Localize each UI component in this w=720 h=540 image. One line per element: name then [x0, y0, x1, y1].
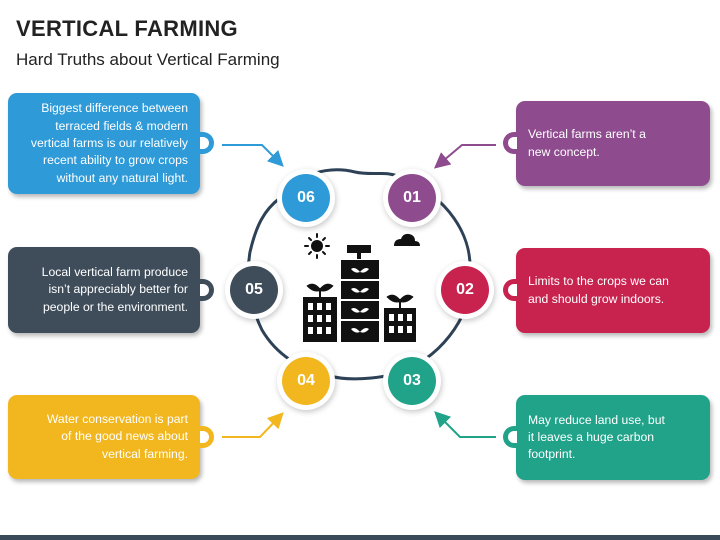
- box-tab-03: [503, 426, 517, 448]
- badge-04: 04: [282, 357, 330, 405]
- connector-04: [222, 412, 284, 438]
- text-box-04: Water conservation is part of the good n…: [8, 395, 200, 479]
- text-box-02: Limits to the crops we can and should gr…: [516, 248, 710, 333]
- box-tab-05: [200, 279, 214, 301]
- badge-06: 06: [282, 174, 330, 222]
- box-tab-01: [503, 132, 517, 154]
- box-tab-02: [503, 279, 517, 301]
- box-tab-04: [200, 426, 214, 448]
- connector-03: [434, 411, 496, 438]
- badge-03: 03: [388, 357, 436, 405]
- cloud-icon: [394, 233, 420, 246]
- text-box-05: Local vertical farm produce isn’t apprec…: [8, 247, 200, 333]
- badge-02: 02: [441, 266, 489, 314]
- page-subtitle: Hard Truths about Vertical Farming: [16, 50, 280, 69]
- page-title: VERTICAL FARMING: [16, 16, 238, 41]
- bottom-bar: [0, 535, 720, 540]
- box-tab-06: [200, 132, 214, 154]
- badge-05: 05: [230, 266, 278, 314]
- text-box-06: Biggest difference between terraced fiel…: [8, 93, 200, 194]
- sun-icon: [304, 233, 330, 259]
- connector-01: [433, 144, 496, 169]
- badge-01: 01: [388, 174, 436, 222]
- text-box-03: May reduce land use, but it leaves a hug…: [516, 395, 710, 480]
- text-box-01: Vertical farms aren’t a new concept.: [516, 101, 710, 186]
- connector-06: [222, 144, 284, 167]
